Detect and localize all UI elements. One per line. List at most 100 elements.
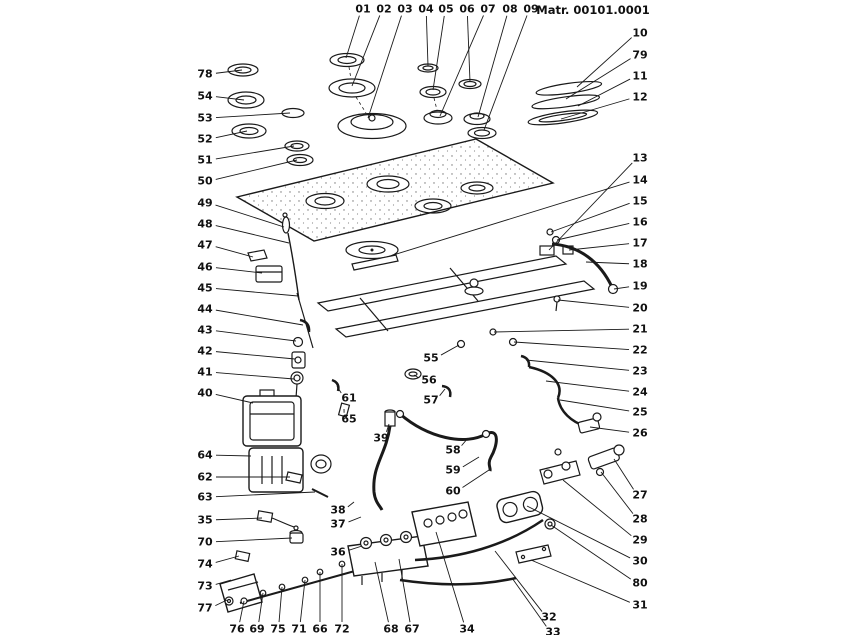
callout-18: 18 [632,258,647,271]
callout-62: 62 [197,471,212,484]
leader-line-69 [258,592,264,623]
callout-06: 06 [459,3,475,16]
leader-line-23 [525,359,630,371]
callout-32: 32 [541,611,556,624]
callout-01: 01 [355,3,370,16]
leader-line-15 [550,202,630,233]
callout-39: 39 [373,432,388,445]
callout-44: 44 [197,303,213,316]
callout-71: 71 [291,623,306,635]
callout-28: 28 [632,513,647,526]
leader-line-25 [559,399,630,412]
leader-line-22 [513,341,630,351]
leader-line-77 [215,599,228,607]
callout-59: 59 [445,464,460,477]
callout-08: 08 [502,3,517,16]
callout-25: 25 [632,406,647,419]
callout-52: 52 [197,133,212,146]
callout-63: 63 [197,491,212,504]
leader-line-59 [462,456,480,468]
support-rails [316,228,596,338]
leader-line-52 [215,130,248,139]
callout-41: 41 [197,366,212,379]
callout-55: 55 [423,352,438,365]
callout-11: 11 [632,70,647,83]
leader-line-41 [215,372,295,380]
leader-line-60 [462,469,490,488]
leader-line-74 [215,555,240,563]
burner-parts-top-left [227,63,314,167]
leader-line-02 [351,15,381,87]
callout-12: 12 [632,91,647,104]
callout-36: 36 [330,546,346,559]
callout-29: 29 [632,534,647,547]
leader-line-49 [215,204,285,228]
leader-line-51 [215,145,295,160]
callout-74: 74 [197,558,213,571]
gas-tap-cluster [347,530,429,585]
burner-parts-mid-small [417,63,453,125]
callout-23: 23 [632,365,647,378]
leader-line-75 [278,586,283,623]
leader-line-39 [386,423,390,433]
manifold-pipes [399,518,544,586]
callout-70: 70 [197,536,213,549]
leader-line-28 [600,471,634,514]
callout-35: 35 [197,514,212,527]
leader-line-44 [215,309,304,326]
callout-72: 72 [334,623,349,635]
leader-line-80 [550,524,632,580]
callout-21: 21 [632,323,647,336]
callout-14: 14 [632,174,648,187]
leader-line-67 [398,558,411,623]
callout-78: 78 [197,68,212,81]
callout-48: 48 [197,218,212,231]
callout-20: 20 [632,302,648,315]
leader-line-63 [215,491,316,498]
callout-58: 58 [445,444,460,457]
callout-79: 79 [632,49,647,62]
leader-line-55 [440,344,460,356]
callout-40: 40 [197,387,213,400]
callout-26: 26 [632,427,648,440]
leader-line-07 [439,15,484,117]
callout-51: 51 [197,154,212,167]
callout-13: 13 [632,152,647,165]
leader-line-34 [435,531,465,623]
leader-line-27 [613,458,634,490]
leader-line-14 [389,181,630,257]
igniter-bracket-box [247,249,283,283]
leader-line-53 [215,112,291,119]
leader-line-50 [215,159,298,180]
leader-line-19 [613,286,630,290]
leader-line-38 [347,501,355,508]
callout-46: 46 [197,261,213,274]
callout-69: 69 [249,623,264,635]
burner-feed-pipes [395,328,602,472]
callout-68: 68 [383,623,398,635]
callout-45: 45 [197,282,212,295]
leader-line-71 [299,579,306,623]
callout-34: 34 [459,623,475,635]
callout-33: 33 [545,626,560,635]
leader-line-46 [215,267,263,274]
callout-38: 38 [330,504,345,517]
callout-43: 43 [197,324,212,337]
leader-line-68 [374,561,389,623]
control-box-cover [248,447,332,498]
callout-24: 24 [632,386,648,399]
leader-line-56 [413,374,419,379]
leader-line-29 [562,479,632,537]
regulator-s-pipe [372,409,396,511]
callout-27: 27 [632,489,647,502]
leader-line-43 [215,330,297,342]
leader-line-01 [345,15,360,59]
leader-line-32 [494,550,543,612]
leader-line-03 [367,15,402,119]
callout-80: 80 [632,577,648,590]
leader-line-04 [425,15,429,67]
tap-valve-stack [290,318,351,418]
burner-manifold [411,501,477,547]
